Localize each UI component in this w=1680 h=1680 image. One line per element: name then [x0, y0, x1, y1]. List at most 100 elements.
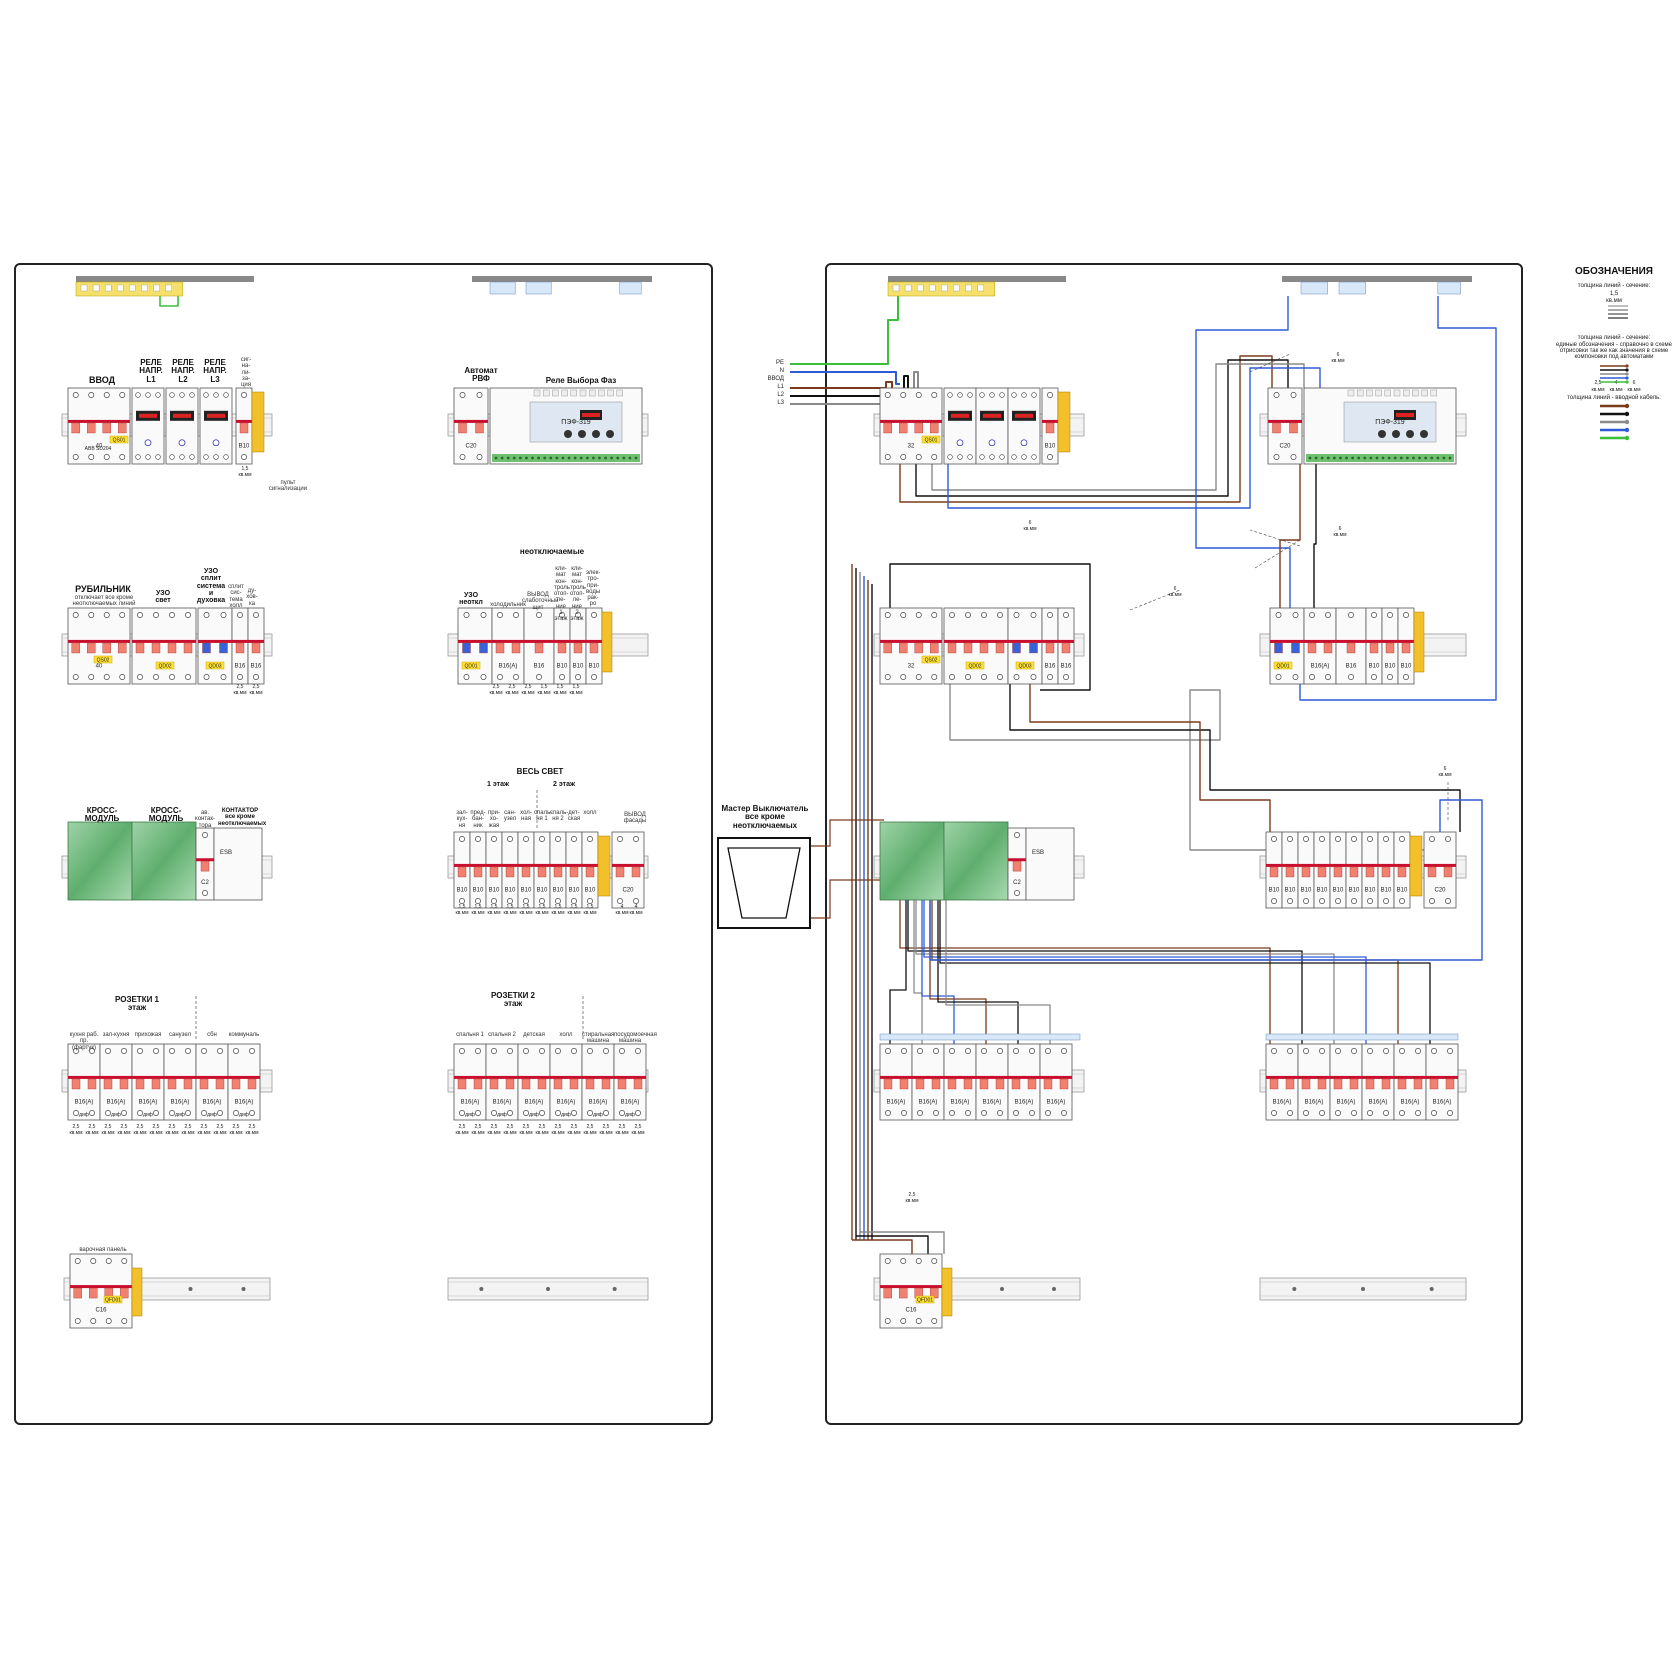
terminal	[1351, 836, 1357, 842]
breaker-lever	[200, 860, 210, 872]
breaker-stripe	[944, 1075, 976, 1079]
section-unit: кв.мм	[487, 1130, 501, 1136]
relay-knob	[988, 439, 996, 447]
terminal-block	[1409, 835, 1423, 897]
breaker-stripe	[524, 639, 554, 643]
signal-note: пульт сигнализации	[268, 480, 308, 493]
terminal	[1383, 898, 1389, 904]
tag-qfd01	[103, 1295, 123, 1304]
busbar-terminal	[129, 284, 136, 292]
socket-feed	[923, 900, 1367, 1044]
breaker-lever	[1323, 642, 1333, 654]
pef-top-terminal	[570, 389, 577, 397]
terminal	[185, 612, 191, 618]
breaker-lever	[135, 642, 145, 654]
breaker-stripe	[1314, 863, 1330, 867]
relay-body	[131, 387, 165, 465]
breaker-duhovka-right: B16	[1057, 607, 1075, 685]
breaker-lever	[102, 422, 111, 434]
terminal	[121, 1048, 127, 1054]
terminal	[1013, 674, 1020, 680]
pef-terminal	[1363, 456, 1367, 460]
breaker-lever	[534, 642, 544, 654]
section-value: 6	[1444, 766, 1447, 772]
light-line-label: сан- узел	[503, 810, 517, 823]
breaker-stripe	[1008, 858, 1026, 862]
section-unit: кв.мм	[245, 1130, 259, 1136]
terminal	[1273, 392, 1280, 398]
busbar-n-right	[1282, 276, 1472, 282]
breaker-lever	[87, 422, 96, 434]
breaker-rating: B16(A)	[1311, 663, 1330, 669]
breaker-rating: B16(A)	[1433, 1099, 1452, 1105]
breaker-lever	[899, 642, 908, 654]
terminal	[1030, 612, 1037, 618]
terminal	[463, 612, 470, 618]
terminal	[949, 674, 955, 680]
terminal	[915, 612, 922, 618]
n-feed	[1299, 296, 1497, 701]
terminal	[491, 1048, 497, 1054]
breaker-lever	[899, 1078, 909, 1090]
terminal	[591, 612, 597, 618]
light-feed	[1009, 684, 1461, 832]
pef-terminal	[543, 456, 547, 460]
terminal	[476, 392, 483, 398]
terminal	[885, 1048, 891, 1054]
contactor-breaker: C2	[195, 827, 215, 901]
relay-digits	[207, 413, 225, 418]
terminal	[103, 392, 110, 398]
terminal	[1348, 612, 1354, 618]
terminal	[947, 454, 953, 460]
pef-terminal	[549, 456, 553, 460]
section-value: 2,5	[217, 1124, 224, 1130]
terminal	[220, 612, 227, 618]
breaker-lever	[1285, 866, 1295, 878]
breaker-stripe	[944, 639, 1008, 643]
breaker-lever	[557, 642, 567, 654]
light-breaker-right: B10	[1329, 831, 1347, 909]
socket-line-label-1: коммуналь	[228, 1032, 260, 1038]
terminal	[933, 1110, 939, 1116]
rail-hole	[479, 1287, 484, 1291]
relay-digits	[1015, 413, 1033, 418]
terminal	[915, 674, 922, 680]
terminal	[185, 674, 191, 680]
terminal	[1275, 674, 1282, 680]
uzo-neotkl-label: УЗО неоткл	[459, 592, 483, 607]
section-unit: кв.мм	[567, 1130, 581, 1136]
pef-terminal	[1436, 456, 1440, 460]
section-unit: кв.мм	[503, 1130, 517, 1136]
terminal	[105, 1110, 111, 1116]
busbar-terminal	[104, 284, 112, 292]
breaker-rating: C2	[201, 880, 209, 886]
socket-diff-2: B16(A)	[581, 1043, 615, 1121]
terminal	[884, 612, 891, 618]
socket-feed	[915, 900, 1335, 1044]
device-tag-text: QD02	[968, 664, 981, 670]
pef-top-terminal	[1421, 389, 1428, 397]
terminal	[949, 1048, 955, 1054]
pef-terminal	[1345, 456, 1348, 460]
breaker-rating: B10	[1349, 887, 1360, 893]
breaker-rating: B16(A)	[557, 1099, 576, 1105]
terminal	[997, 674, 1003, 680]
section-value: 2,5	[233, 1124, 240, 1130]
terminal	[1399, 836, 1405, 842]
breaker-stripe	[1040, 1075, 1072, 1079]
section-unit: кв.мм	[1331, 358, 1345, 364]
avtomat-rvf-label: Автомат РВФ	[464, 366, 498, 384]
interconnect	[947, 367, 1321, 509]
pef-terminal	[1442, 456, 1446, 460]
breaker-lever	[631, 866, 641, 878]
uzo-split-label: УЗО сплит система и духовка	[196, 568, 226, 605]
switch-loop	[889, 563, 1091, 691]
terminal	[1335, 1048, 1341, 1054]
diff-holodilnik: B16(A)	[491, 607, 525, 685]
rele-l3-label: РЕЛЕ НАПР. L3	[203, 358, 227, 384]
breaker-rating: B16(A)	[1401, 1099, 1420, 1105]
breaker-lever	[495, 642, 505, 654]
light-line-label: спаль- ня 1	[534, 810, 553, 823]
terminal	[536, 674, 542, 680]
